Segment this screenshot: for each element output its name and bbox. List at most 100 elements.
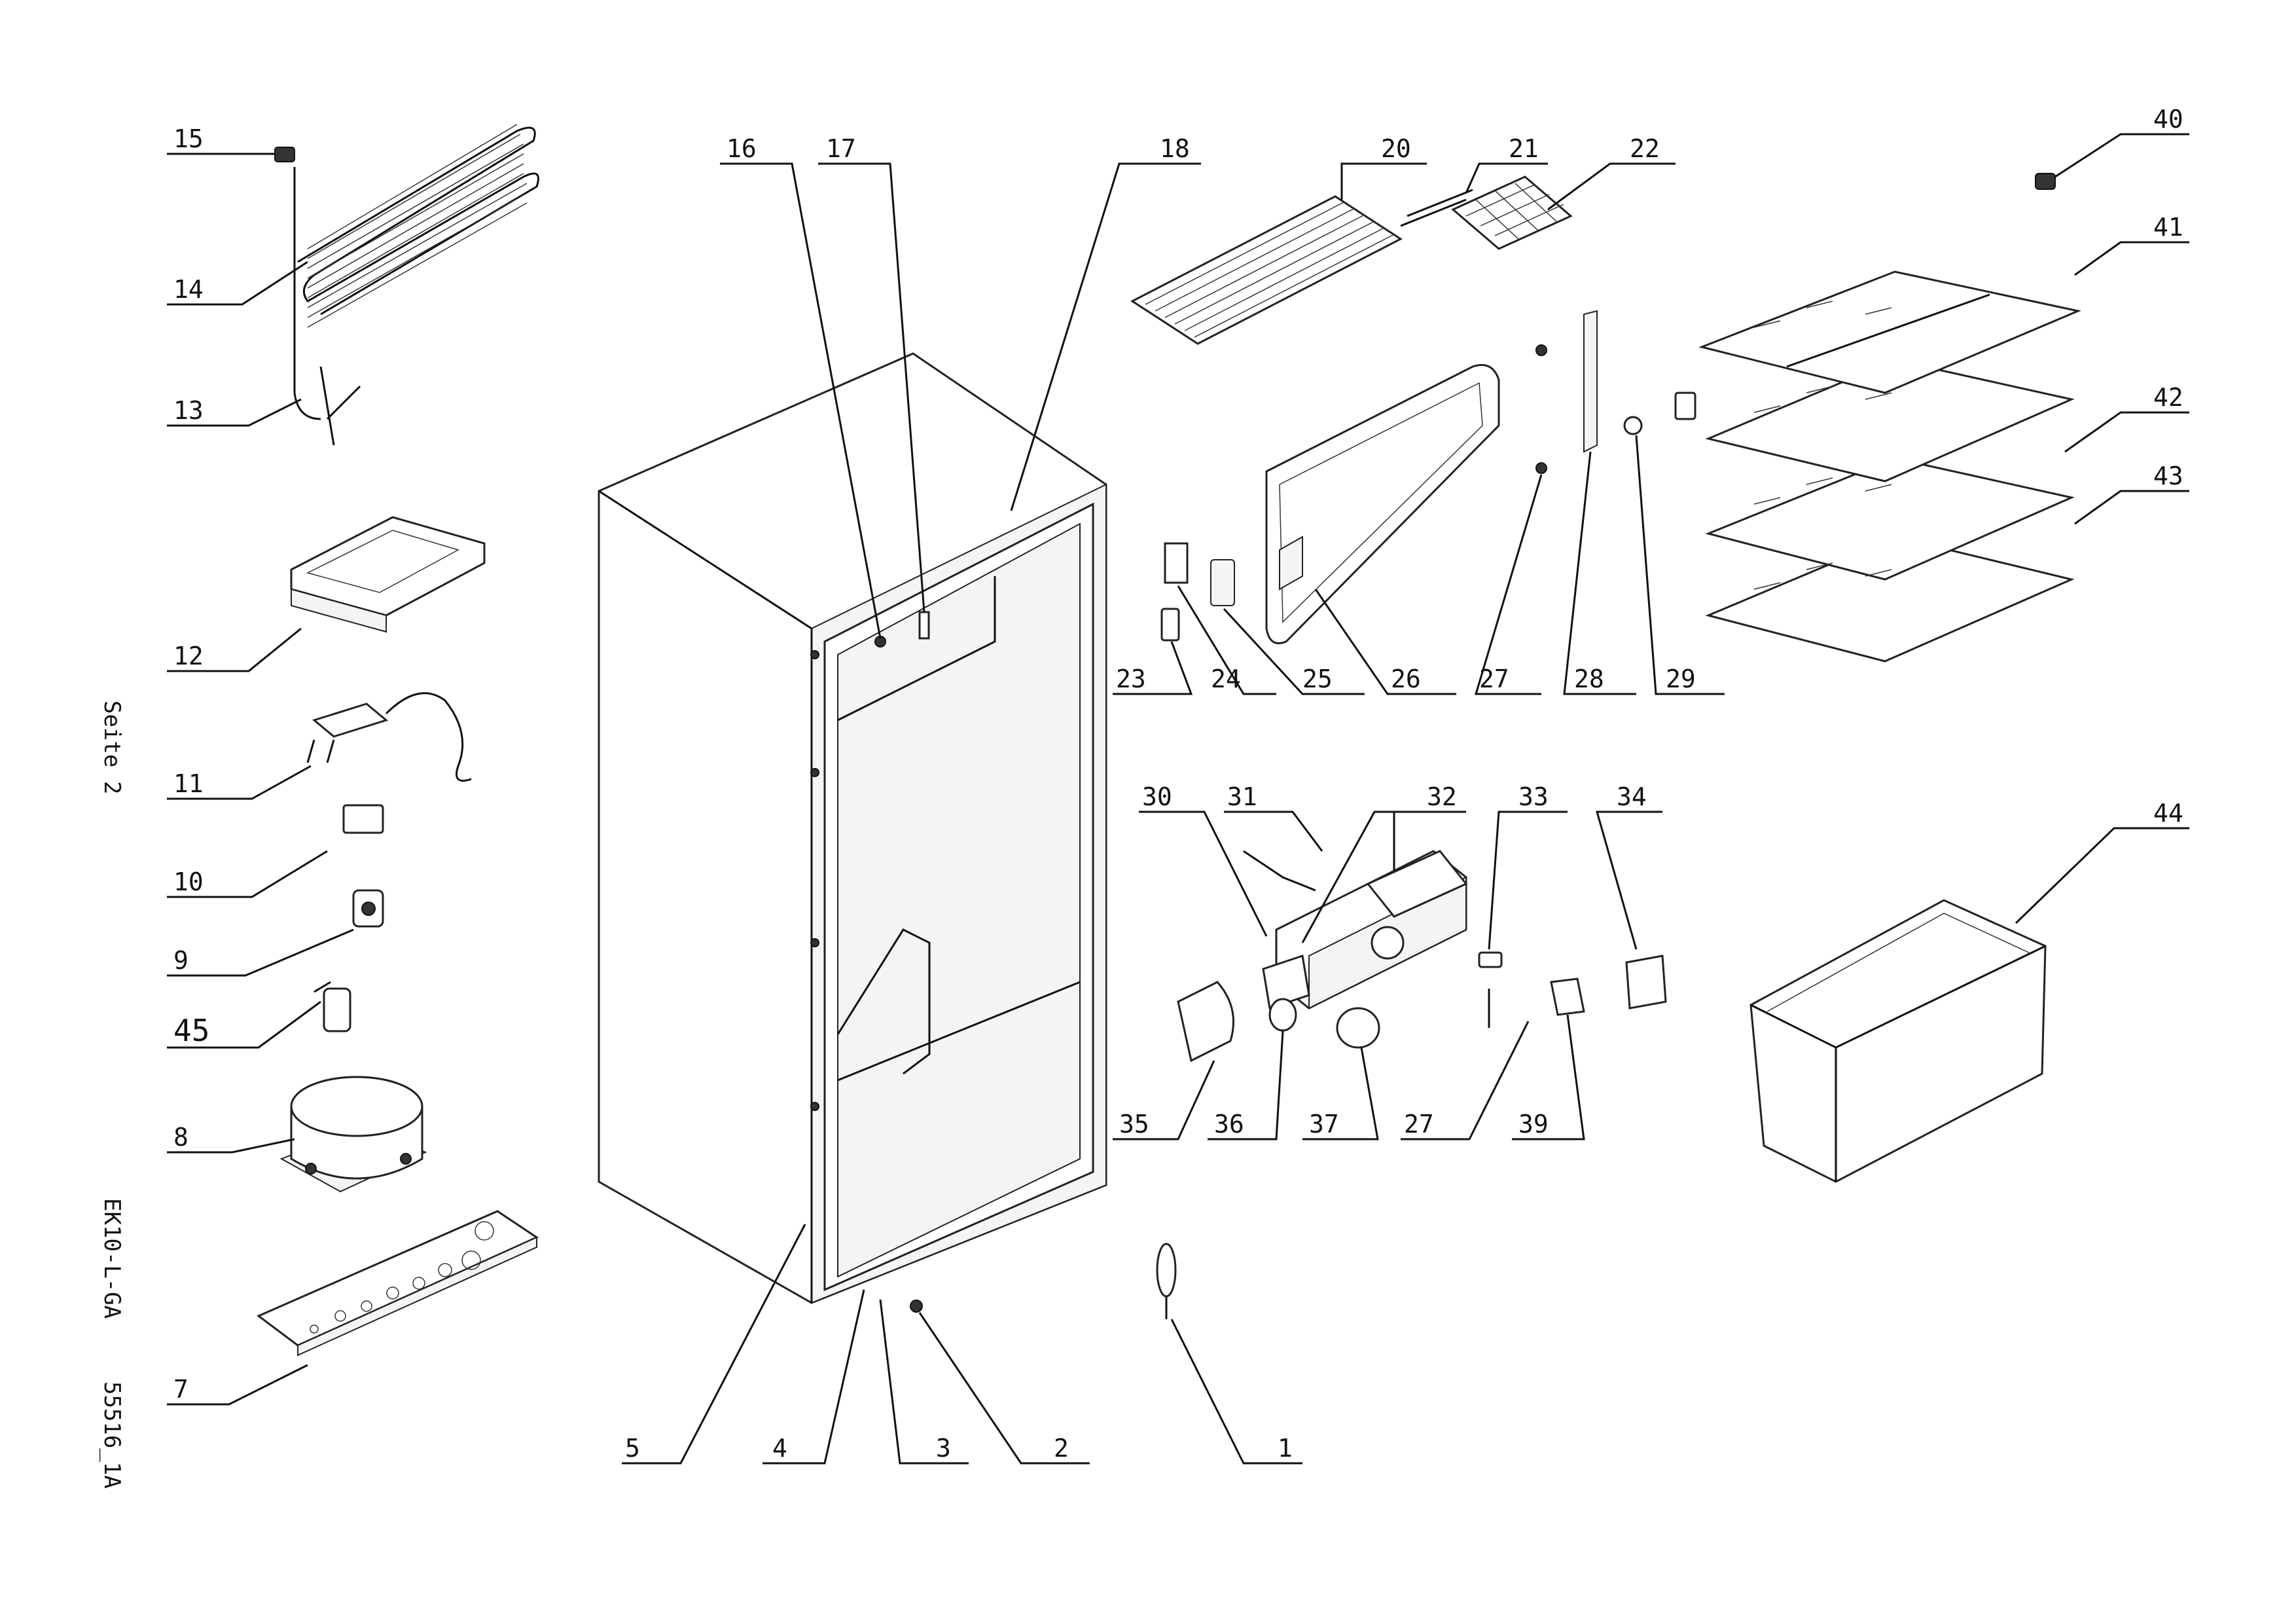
label-14: 14 <box>167 261 308 306</box>
label-42: 42 <box>2064 383 2189 453</box>
screw-2 <box>910 1300 923 1313</box>
svg-text:22: 22 <box>1630 134 1660 163</box>
svg-text:24: 24 <box>1211 665 1241 693</box>
vegetable-bin-part <box>1749 899 2047 1183</box>
ice-tray-part <box>1400 175 1573 250</box>
svg-text:27: 27 <box>1404 1110 1434 1139</box>
label-3: 3 <box>879 1299 969 1465</box>
svg-text:2: 2 <box>1054 1434 1069 1463</box>
code-label: 55516_1A <box>99 1381 125 1489</box>
screw-17 <box>918 611 930 640</box>
label-23: 23 <box>1113 641 1193 695</box>
thermostat-group-part <box>1177 850 1667 1063</box>
svg-text:16: 16 <box>726 134 757 163</box>
svg-text:17: 17 <box>826 134 856 163</box>
freezer-door-part <box>1265 364 1500 644</box>
svg-text:28: 28 <box>1574 665 1604 693</box>
label-33: 33 <box>1488 782 1568 950</box>
svg-text:11: 11 <box>173 769 204 798</box>
label-31: 31 <box>1224 782 1323 852</box>
label-4: 4 <box>762 1289 865 1465</box>
label-28: 28 <box>1563 451 1636 695</box>
svg-text:4: 4 <box>772 1434 787 1463</box>
svg-text:25: 25 <box>1302 665 1333 693</box>
svg-text:1: 1 <box>1278 1434 1293 1463</box>
svg-text:32: 32 <box>1427 782 1457 811</box>
svg-text:40: 40 <box>2153 105 2183 134</box>
label-30: 30 <box>1139 782 1268 937</box>
svg-text:34: 34 <box>1617 782 1647 811</box>
label-37: 37 <box>1302 1047 1379 1140</box>
label-12: 12 <box>167 627 302 672</box>
svg-text:41: 41 <box>2153 213 2183 242</box>
svg-text:13: 13 <box>173 396 204 425</box>
svg-text:37: 37 <box>1309 1110 1339 1139</box>
freezer-panels-part <box>1698 173 2081 663</box>
svg-text:12: 12 <box>173 642 204 670</box>
label-36: 36 <box>1208 1030 1284 1140</box>
svg-text:36: 36 <box>1214 1110 1244 1139</box>
label-22: 22 <box>1547 134 1676 211</box>
label-32: 32 <box>1301 782 1466 943</box>
label-34: 34 <box>1596 782 1662 950</box>
label-17: 17 <box>818 134 925 613</box>
label-44: 44 <box>2015 799 2189 924</box>
svg-text:3: 3 <box>936 1434 951 1463</box>
label-9: 9 <box>167 928 354 977</box>
svg-text:15: 15 <box>173 124 204 153</box>
label-45: 45 <box>167 1000 321 1049</box>
label-21: 21 <box>1465 134 1548 194</box>
svg-text:30: 30 <box>1142 782 1172 811</box>
svg-text:44: 44 <box>2153 799 2183 828</box>
label-11: 11 <box>167 765 312 800</box>
label-25: 25 <box>1223 608 1365 695</box>
label-8: 8 <box>167 1123 295 1154</box>
svg-text:8: 8 <box>173 1123 188 1152</box>
wire-shelf-part <box>1130 195 1403 345</box>
svg-text:18: 18 <box>1160 134 1190 163</box>
relay-part <box>342 804 384 834</box>
svg-text:45: 45 <box>173 1013 209 1048</box>
label-15: 15 <box>167 124 275 155</box>
model-label: EK10-L-GA <box>99 1198 125 1319</box>
label-27b: 27 <box>1401 1021 1530 1140</box>
label-5: 5 <box>622 1224 806 1465</box>
svg-text:35: 35 <box>1119 1110 1149 1139</box>
label-1: 1 <box>1170 1319 1302 1465</box>
drier-part <box>314 981 351 1032</box>
svg-text:43: 43 <box>2153 462 2183 490</box>
label-10: 10 <box>167 850 328 898</box>
label-24: 24 <box>1177 585 1276 695</box>
label-18: 18 <box>1010 134 1201 511</box>
cabinet-part <box>598 352 1107 1313</box>
svg-text:14: 14 <box>173 275 204 304</box>
label-26: 26 <box>1314 589 1456 695</box>
knob-1-part <box>1156 1243 1177 1319</box>
label-39: 39 <box>1512 1014 1585 1140</box>
svg-text:9: 9 <box>173 946 188 975</box>
label-7: 7 <box>167 1364 308 1406</box>
clip-15 <box>274 147 295 162</box>
label-20: 20 <box>1340 134 1427 200</box>
label-16: 16 <box>720 134 882 639</box>
label-43: 43 <box>2074 462 2189 525</box>
svg-text:5: 5 <box>625 1434 640 1463</box>
overload-clip-part <box>352 889 384 928</box>
label-41: 41 <box>2074 213 2189 276</box>
condenser-part <box>274 124 539 446</box>
svg-text:39: 39 <box>1518 1110 1549 1139</box>
svg-text:23: 23 <box>1116 665 1146 693</box>
small-parts-23-25 <box>1160 542 1235 642</box>
svg-text:7: 7 <box>173 1375 188 1404</box>
page-label: Seite 2 <box>99 701 125 794</box>
clip-40 <box>2035 173 2056 190</box>
label-29: 29 <box>1635 435 1725 695</box>
svg-text:31: 31 <box>1227 782 1257 811</box>
label-2: 2 <box>918 1312 1090 1465</box>
tray-part <box>290 516 486 633</box>
base-plate-part <box>257 1210 539 1357</box>
label-13: 13 <box>167 396 302 427</box>
svg-text:27: 27 <box>1479 665 1509 693</box>
svg-text:29: 29 <box>1666 665 1696 693</box>
